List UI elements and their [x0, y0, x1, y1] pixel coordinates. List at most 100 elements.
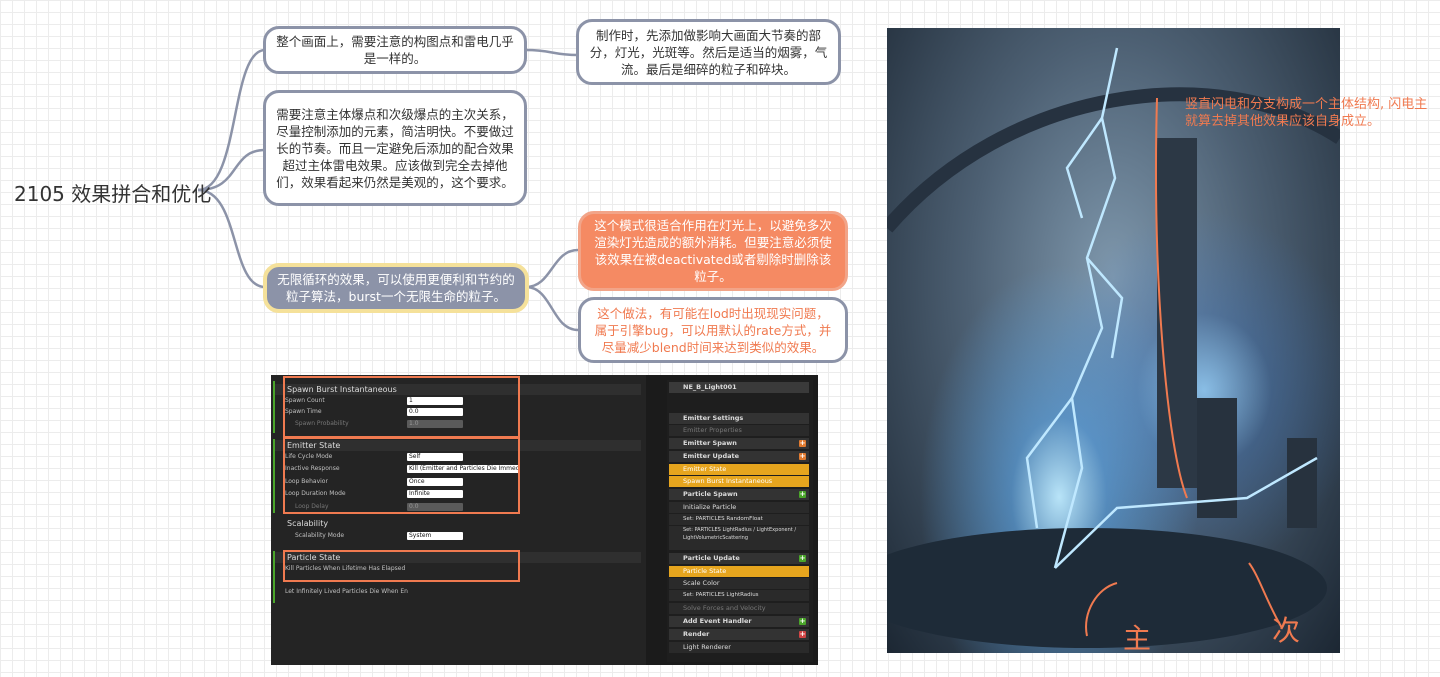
pillar-shape: [1157, 138, 1197, 488]
handwriting-main: 主: [1123, 622, 1151, 653]
lightning-bolt: [1053, 47, 1119, 569]
row-label: Loop Duration Mode: [285, 490, 346, 497]
row-label: Loop Behavior: [285, 478, 328, 485]
stack-particle-spawn[interactable]: Particle Spawn +: [669, 489, 809, 500]
value-field[interactable]: 1: [407, 397, 463, 405]
lightning-branch: [1065, 117, 1104, 219]
value-field[interactable]: Once: [407, 478, 463, 486]
stack-label: Emitter Update: [683, 452, 740, 460]
row-life-cycle: Life Cycle Mode Self: [285, 452, 635, 462]
row-label: Spawn Probability: [295, 420, 349, 427]
stack-solve-forces[interactable]: Solve Forces and Velocity: [669, 603, 809, 614]
stack-spawn-burst[interactable]: Spawn Burst Instantaneous: [669, 476, 809, 487]
node-composition[interactable]: 整个画面上，需要注意的构图点和雷电几乎是一样的。: [263, 26, 527, 74]
lightning-illustration: 主 次: [887, 47, 1340, 653]
section-particle-state[interactable]: Particle State: [275, 552, 641, 563]
value-field[interactable]: 0.0: [407, 408, 463, 416]
node-main-secondary[interactable]: 需要注意主体爆点和次级爆点的主次关系，尽量控制添加的元素，简洁明快。不要做过长的…: [263, 90, 527, 206]
stack-emitter-properties[interactable]: Emitter Properties: [669, 425, 809, 436]
green-bar: [273, 551, 275, 603]
emitter-name[interactable]: NE_B_Light001: [669, 382, 809, 393]
details-panel: Spawn Burst Instantaneous Spawn Count 1 S…: [271, 375, 646, 665]
root-topic[interactable]: 2105 效果拼合和优化: [14, 182, 212, 206]
stack-label: Particle Spawn: [683, 490, 738, 498]
row-label: Life Cycle Mode: [285, 453, 333, 460]
arrow-main: [1085, 582, 1118, 637]
annotation-curve: [1155, 97, 1188, 499]
ring-shape: [887, 87, 1340, 233]
add-icon[interactable]: +: [799, 554, 806, 562]
lightning-branch: [1086, 257, 1124, 359]
row-label: Scalability Mode: [295, 532, 345, 539]
row-label: Inactive Response: [285, 465, 340, 472]
stack-particle-state[interactable]: Particle State: [669, 566, 809, 577]
niagara-panel-screenshot: Spawn Burst Instantaneous Spawn Count 1 S…: [271, 375, 818, 665]
pillar-shape: [1197, 398, 1237, 518]
add-icon[interactable]: +: [799, 452, 806, 460]
value-field[interactable]: Self: [407, 453, 463, 461]
node-light-mode[interactable]: 这个模式很适合作用在灯光上，以避免多次渲染灯光造成的额外消耗。但要注意必须使该效…: [578, 211, 848, 291]
value-field[interactable]: Kill (Emitter and Particles Die Immec: [407, 465, 519, 473]
add-icon[interactable]: +: [799, 630, 806, 638]
stack-initialize-particle[interactable]: Initialize Particle: [669, 502, 809, 513]
row-loop-duration: Loop Duration Mode Infinite: [285, 489, 635, 499]
highlight-box: [283, 376, 520, 438]
section-scalability[interactable]: Scalability: [275, 518, 641, 529]
row-loop-delay: Loop Delay 0.0: [285, 502, 635, 512]
emitter-stack-panel: NE_B_Light001 Emitter Settings Emitter P…: [667, 380, 813, 662]
add-icon[interactable]: +: [799, 490, 806, 498]
add-icon[interactable]: +: [799, 439, 806, 447]
row-spawn-probability: Spawn Probability 1.0: [285, 419, 635, 429]
add-icon[interactable]: +: [799, 617, 806, 625]
green-bar: [273, 381, 275, 433]
row-spawn-count: Spawn Count 1: [285, 396, 635, 406]
handwriting-secondary: 次: [1272, 614, 1300, 647]
stack-label: Particle Update: [683, 554, 740, 562]
stack-set-light-params[interactable]: Set: PARTICLES LightRadius / LightExpone…: [669, 526, 809, 550]
value-field[interactable]: 0.0: [407, 503, 463, 511]
row-label: Spawn Count: [285, 397, 325, 404]
section-spawn-burst[interactable]: Spawn Burst Instantaneous: [275, 384, 641, 395]
stack-label: Render: [683, 630, 710, 638]
node-infinite-loop[interactable]: 无限循环的效果，可以使用更便利和节约的粒子算法，burst一个无限生命的粒子。: [263, 263, 529, 313]
stack-light-renderer[interactable]: Light Renderer: [669, 642, 809, 653]
stack-emitter-state[interactable]: Emitter State: [669, 464, 809, 475]
row-inactive-response: Inactive Response Kill (Emitter and Parti…: [285, 464, 635, 474]
row-loop-behavior: Loop Behavior Once: [285, 477, 635, 487]
row-kill-particles: Kill Particles When Lifetime Has Elapsed: [285, 564, 635, 574]
stack-particle-update[interactable]: Particle Update +: [669, 553, 809, 564]
row-label: Let Infinitely Lived Particles Die When …: [285, 588, 408, 595]
section-emitter-state[interactable]: Emitter State: [275, 440, 641, 451]
row-label: Kill Particles When Lifetime Has Elapsed: [285, 565, 406, 572]
value-field[interactable]: System: [407, 532, 463, 540]
arrow-secondary: [1248, 562, 1283, 629]
stack-label: Add Event Handler: [683, 617, 752, 625]
row-label: Loop Delay: [295, 503, 329, 510]
row-scalability-mode: Scalability Mode System: [285, 531, 635, 541]
lightning-branch: [1054, 456, 1318, 569]
pillar-shape: [1287, 438, 1317, 528]
lightning-branch: [1025, 397, 1073, 529]
node-lod-note[interactable]: 这个做法，有可能在lod时出现现实问题，属于引擎bug，可以用默认的rate方式…: [578, 297, 848, 363]
stack-set-randomfloat[interactable]: Set: PARTICLES RandomFloat: [669, 514, 809, 525]
lightning-reference-image: 主 次: [887, 28, 1340, 653]
stack-render[interactable]: Render +: [669, 629, 809, 640]
stack-emitter-spawn[interactable]: Emitter Spawn +: [669, 438, 809, 449]
green-bar: [273, 439, 275, 513]
stack-emitter-update[interactable]: Emitter Update +: [669, 451, 809, 462]
stack-scale-color[interactable]: Scale Color: [669, 578, 809, 589]
stack-add-event-handler[interactable]: Add Event Handler +: [669, 616, 809, 627]
stack-emitter-settings[interactable]: Emitter Settings: [669, 413, 809, 424]
stack-set-lightradius[interactable]: Set: PARTICLES LightRadius: [669, 590, 809, 601]
photo-annotation: 竖直闪电和分支构成一个主体结构, 闪电主 就算去掉其他效果应该自身成立。: [1185, 97, 1428, 129]
row-let-infinite: Let Infinitely Lived Particles Die When …: [285, 587, 635, 597]
stack-label: Emitter Spawn: [683, 439, 737, 447]
row-label: Spawn Time: [285, 408, 322, 415]
value-field[interactable]: 1.0: [407, 420, 463, 428]
row-spawn-time: Spawn Time 0.0: [285, 407, 635, 417]
highlight-box: [283, 550, 520, 582]
node-production-order[interactable]: 制作时，先添加做影响大画面大节奏的部分，灯光，光斑等。然后是适当的烟雾，气流。最…: [576, 19, 841, 85]
value-field[interactable]: Infinite: [407, 490, 463, 498]
highlight-box: [283, 437, 520, 514]
